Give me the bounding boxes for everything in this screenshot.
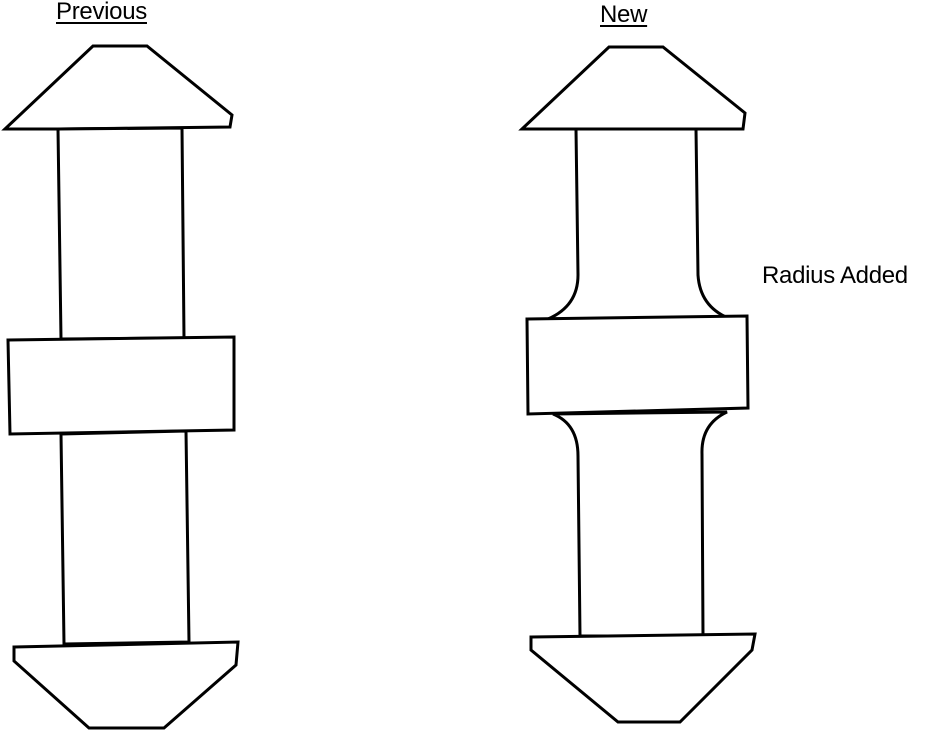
new-upper-shaft-with-radius: [547, 127, 729, 321]
radius-added-annotation: Radius Added: [762, 262, 908, 289]
new-heading: New: [600, 1, 648, 28]
previous-bottom-cap: [12, 640, 240, 730]
previous-upper-shaft: [56, 126, 186, 341]
new-part: [518, 45, 757, 724]
new-bottom-cap: [529, 632, 757, 724]
previous-top-cap: [1, 44, 234, 131]
previous-part: [1, 44, 240, 730]
new-middle-collar: [525, 314, 750, 416]
previous-middle-collar: [6, 335, 236, 436]
previous-heading: Previous: [56, 0, 147, 25]
previous-lower-shaft: [59, 429, 191, 646]
new-top-cap: [518, 45, 747, 131]
new-lower-shaft-with-radius: [552, 410, 728, 638]
